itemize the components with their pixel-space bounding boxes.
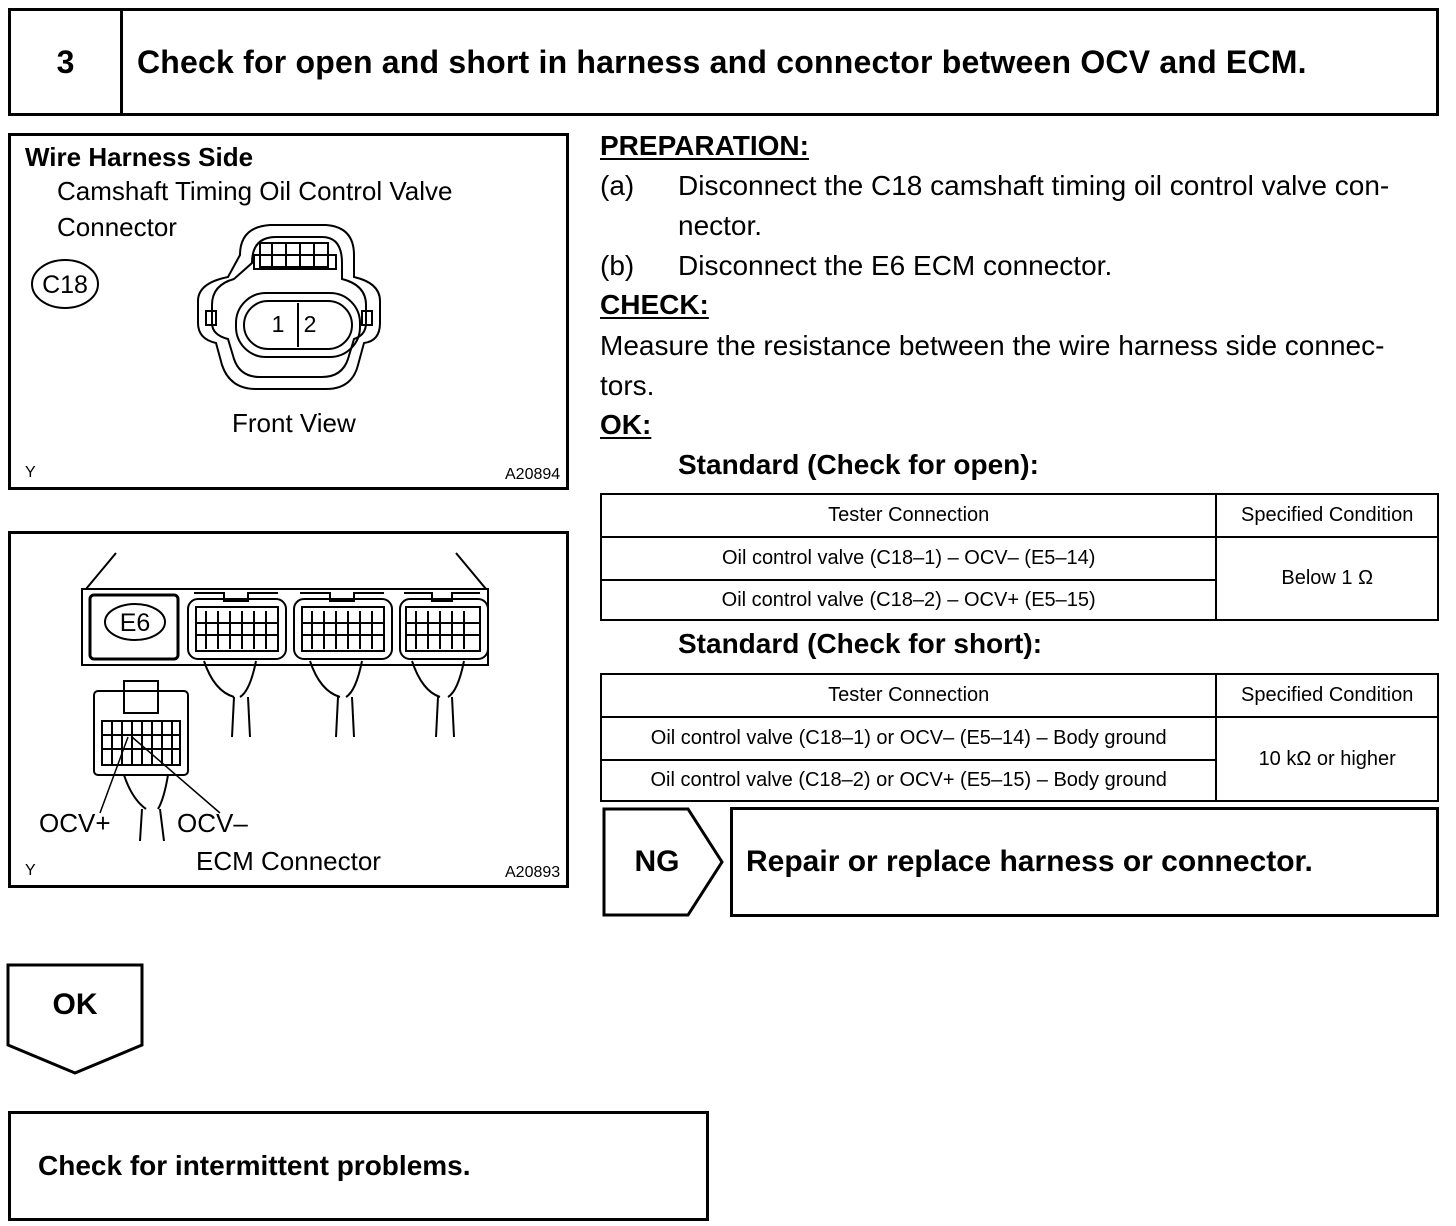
label-ocv-plus: OCV+ <box>39 808 111 838</box>
ng-label: NG <box>634 845 680 878</box>
ng-arrow: NG <box>602 807 726 917</box>
connector-code: C18 <box>42 271 88 299</box>
specified-condition-cell: Below 1 Ω <box>1215 536 1439 621</box>
check-heading: CHECK: <box>600 289 709 320</box>
ok-arrow: OK <box>6 963 144 1075</box>
ok-label: OK <box>52 988 98 1021</box>
figure-line1: Camshaft Timing Oil Control Valve <box>57 176 453 206</box>
preparation-heading: PREPARATION: <box>600 130 809 161</box>
figure-line2: Connector <box>57 212 177 242</box>
step-b-text: Disconnect the E6 ECM connector. <box>678 250 1113 281</box>
header-tester-connection: Tester Connection <box>599 493 1218 538</box>
pin-1: 1 <box>272 311 285 337</box>
step-a-line2: nector. <box>678 210 763 241</box>
ecm-connector-drawing: E6 <box>81 552 489 842</box>
standard-open-heading: Standard (Check for open): <box>678 449 1039 480</box>
ecm-caption: ECM Connector <box>196 846 381 876</box>
ecm-connector-code: E6 <box>120 609 151 637</box>
header-specified-condition: Specified Condition <box>1215 673 1439 718</box>
header-specified-condition: Specified Condition <box>1215 493 1439 538</box>
check-line1: Measure the resistance between the wire … <box>600 330 1385 361</box>
tester-connection-cell: Oil control valve (C18–2) or OCV+ (E5–15… <box>599 759 1218 802</box>
step-b-label: (b) <box>600 250 635 281</box>
figure-id: A20893 <box>505 864 561 881</box>
figure-heading: Wire Harness Side <box>25 142 254 172</box>
table-check-open: Tester Connection Specified Condition Oi… <box>599 493 1439 621</box>
check-line2: tors. <box>600 370 655 401</box>
step-title: Check for open and short in harness and … <box>137 43 1307 80</box>
table-row: Oil control valve (C18–1) or OCV– (E5–14… <box>599 716 1439 802</box>
step-a-label: (a) <box>600 170 635 201</box>
connector-housing <box>197 224 381 390</box>
tester-connection-cell: Oil control valve (C18–1) – OCV– (E5–14) <box>599 536 1218 581</box>
ocv-connector-drawing: C18 1 2 <box>31 224 381 390</box>
label-ocv-minus: OCV– <box>177 808 248 838</box>
table-header-row: Tester Connection Specified Condition <box>599 493 1439 538</box>
standard-short-heading: Standard (Check for short): <box>678 628 1043 659</box>
figure-ocv-connector: Wire Harness Side Camshaft Timing Oil Co… <box>8 133 569 490</box>
view-label: Front View <box>232 408 356 438</box>
step-header: 3 Check for open and short in harness an… <box>8 8 1439 116</box>
table-row: Oil control valve (C18–2) – OCV+ (E5–15) <box>599 579 1438 621</box>
ng-action-box: Repair or replace harness or connector. <box>730 807 1439 917</box>
tester-connection-cell: Oil control valve (C18–2) – OCV+ (E5–15) <box>599 579 1218 621</box>
ecm-code-bubble <box>104 603 166 641</box>
ok-heading: OK: <box>600 409 652 440</box>
corner-mark: Y <box>25 464 36 481</box>
connector-code-bubble <box>31 259 99 309</box>
table-row: Oil control valve (C18–1) – OCV– (E5–14)… <box>599 536 1439 621</box>
ecm-connector-block-1 <box>187 592 287 738</box>
table-header-row: Tester Connection Specified Condition <box>599 673 1439 718</box>
pin-2: 2 <box>304 311 317 337</box>
figure-ecm-connector: E6 OCV+ OCV– ECM Connector Y A20893 <box>8 531 569 888</box>
corner-mark: Y <box>25 862 36 879</box>
figure-id: A20894 <box>505 466 561 483</box>
ng-arrow-shape <box>602 807 724 917</box>
ecm-connector-block-2 <box>293 592 393 738</box>
ok-arrow-shape <box>6 963 144 1075</box>
table-row: Oil control valve (C18–2) or OCV+ (E5–15… <box>599 759 1438 802</box>
ok-action-box: Check for intermittent problems. <box>8 1111 709 1221</box>
specified-condition-cell: 10 kΩ or higher <box>1215 716 1439 802</box>
ecm-connector-block-3 <box>399 592 489 738</box>
tester-connection-cell: Oil control valve (C18–1) or OCV– (E5–14… <box>599 716 1218 761</box>
harness-connector <box>93 680 189 842</box>
step-number: 3 <box>11 11 123 113</box>
step-a-line1: Disconnect the C18 camshaft timing oil c… <box>678 170 1390 201</box>
table-check-short: Tester Connection Specified Condition Oi… <box>599 673 1439 802</box>
header-tester-connection: Tester Connection <box>599 673 1218 718</box>
